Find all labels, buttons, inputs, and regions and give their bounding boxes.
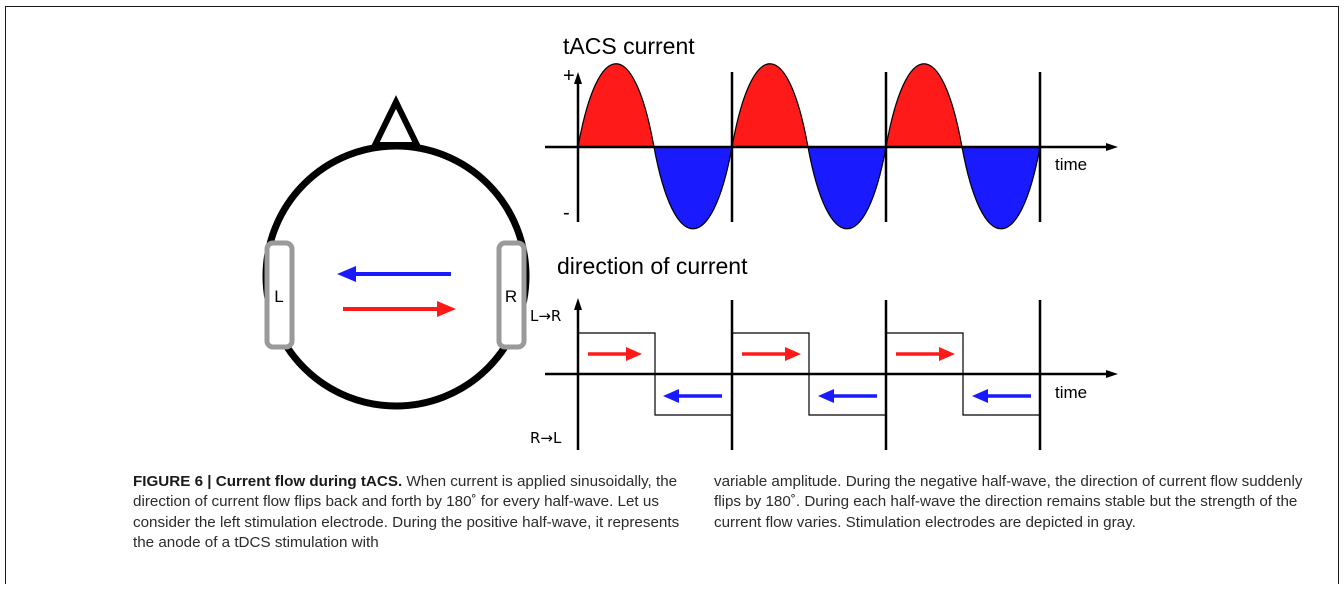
arrow-right-red-icon xyxy=(343,301,456,317)
positive-half-wave xyxy=(885,63,963,148)
arrow-left-blue-icon xyxy=(818,389,877,403)
arrow-right-red-icon xyxy=(896,347,955,361)
electrode-right xyxy=(496,240,527,350)
direction-rl-label: R→L xyxy=(530,429,562,447)
head-diagram: L R xyxy=(262,95,530,410)
figure-caption-left: FIGURE 6 | Current flow during tACS. Whe… xyxy=(133,472,681,554)
direction-x-axis-arrow-icon xyxy=(1106,370,1118,378)
sine-time-label: time xyxy=(1055,155,1087,174)
direction-plot: direction of current xyxy=(530,253,1118,450)
nose-icon xyxy=(370,95,422,148)
caption-text-right: variable amplitude. During the negative … xyxy=(714,473,1303,531)
figure-caption-right: variable amplitude. During the negative … xyxy=(714,472,1304,533)
positive-half-wave xyxy=(731,63,809,148)
arrow-right-red-icon xyxy=(588,347,642,361)
negative-half-wave xyxy=(653,146,733,230)
figure-frame xyxy=(5,6,1339,584)
direction-title: direction of current xyxy=(557,253,748,279)
sine-x-axis-arrow-icon xyxy=(1106,143,1118,151)
direction-time-label: time xyxy=(1055,383,1087,402)
sine-minus-label: - xyxy=(563,202,570,224)
sine-title: tACS current xyxy=(563,33,695,59)
figure-illustration: L R tACS current + - t xyxy=(262,33,1118,450)
sine-plot: tACS current + - time xyxy=(545,33,1118,230)
caption-label: FIGURE 6 | Current flow during tACS. xyxy=(133,473,403,490)
electrode-right-label: R xyxy=(505,287,517,306)
direction-y-axis-arrow-icon xyxy=(574,298,582,310)
electrode-left xyxy=(264,240,295,350)
electrode-left-label: L xyxy=(274,287,283,306)
arrow-left-blue-icon xyxy=(337,266,451,282)
negative-half-wave xyxy=(807,146,887,230)
caption-text-left: When current is applied sinusoidally, th… xyxy=(133,473,680,552)
arrow-right-red-icon xyxy=(742,347,801,361)
sine-y-axis-arrow-icon xyxy=(574,72,582,84)
sine-plus-label: + xyxy=(563,65,575,87)
arrow-left-blue-icon xyxy=(663,389,722,403)
negative-half-wave xyxy=(961,146,1041,230)
positive-half-wave xyxy=(577,63,655,148)
direction-lr-label: L→R xyxy=(530,307,561,325)
arrow-left-blue-icon xyxy=(972,389,1031,403)
